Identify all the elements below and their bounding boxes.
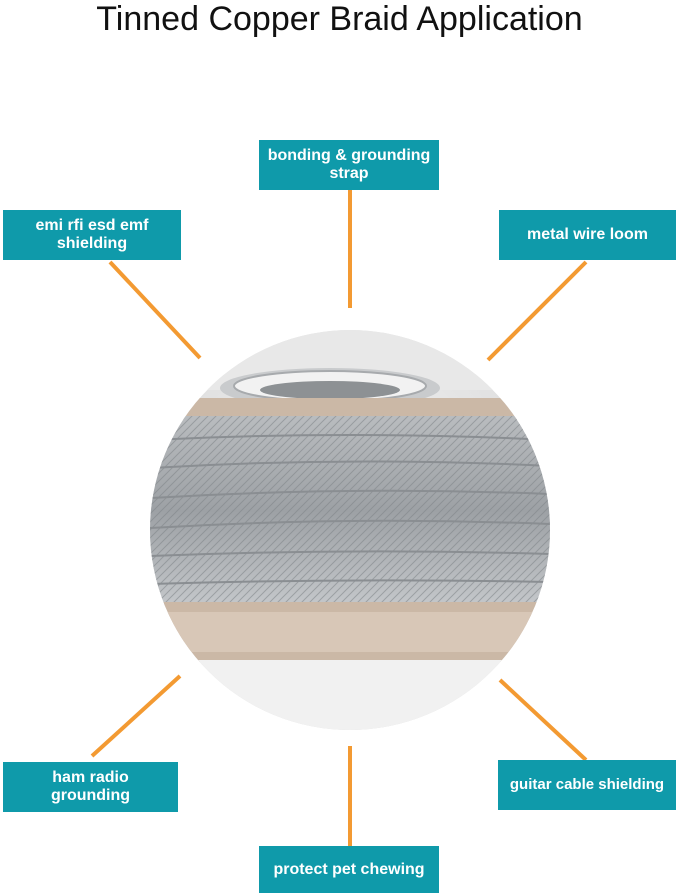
- label-protect-pet-chewing: protect pet chewing: [259, 846, 439, 893]
- label-text: protect pet chewing: [273, 860, 425, 878]
- connector-emi: [108, 260, 202, 360]
- label-text: emi rfi esd emf shielding: [35, 217, 149, 252]
- braid-spool-photo: [150, 330, 550, 730]
- label-text: metal wire loom: [527, 226, 648, 243]
- connector-guitar: [498, 678, 588, 762]
- page-title: Tinned Copper Braid Application: [96, 0, 583, 38]
- label-text: guitar cable shielding: [509, 776, 665, 793]
- label-metal-wire-loom: metal wire loom: [499, 210, 676, 260]
- label-text: bonding & grounding strap: [267, 147, 431, 182]
- connector-lines: [90, 190, 588, 846]
- label-text: ham radio grounding: [50, 769, 131, 804]
- label-bonding-grounding-strap: bonding & grounding strap: [259, 140, 439, 190]
- connector-loom: [486, 260, 588, 362]
- label-ham-radio-grounding: ham radio grounding: [3, 762, 178, 812]
- label-guitar-cable-shielding: guitar cable shielding: [498, 760, 676, 810]
- connector-ham: [90, 674, 182, 758]
- label-emi-shielding: emi rfi esd emf shielding: [3, 210, 181, 260]
